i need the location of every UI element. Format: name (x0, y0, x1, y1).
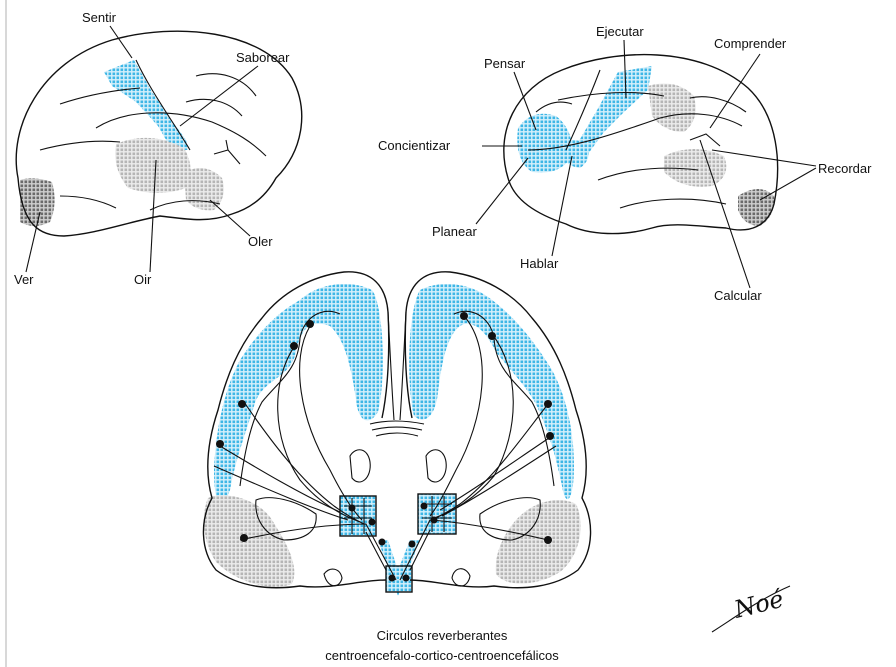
hearing-region (115, 138, 190, 193)
right-cortex-band (409, 284, 574, 499)
label-concientizar: Concientizar (378, 138, 451, 153)
label-oler: Oler (248, 234, 273, 249)
sensory-strip-region (104, 60, 188, 150)
left-temporal-gray (204, 495, 294, 587)
label-comprender: Comprender (714, 36, 787, 51)
label-pensar: Pensar (484, 56, 526, 71)
label-calcular: Calcular (714, 288, 762, 303)
label-hablar: Hablar (520, 256, 559, 271)
right-hemisphere (504, 55, 778, 234)
label-saborear: Saborear (236, 50, 290, 65)
label-planear: Planear (432, 224, 477, 239)
signature: Noé (712, 585, 790, 632)
label-ver: Ver (14, 272, 34, 287)
svg-text:Noé: Noé (730, 585, 786, 624)
right-thalamus-box (418, 494, 456, 534)
right-temporal-gray (496, 500, 581, 583)
caption-line-1: Circulos reverberantes (377, 628, 508, 643)
label-oir: Oir (134, 272, 152, 287)
label-recordar: Recordar (818, 161, 872, 176)
label-ejecutar: Ejecutar (596, 24, 644, 39)
caption-line-2: centroencefalo-cortico-centroencefálicos (325, 648, 559, 663)
coronal-section (203, 272, 590, 596)
vision-region (20, 178, 55, 226)
left-cortex-band (214, 284, 383, 505)
label-sentir: Sentir (82, 10, 117, 25)
comprehension-region (648, 84, 696, 132)
